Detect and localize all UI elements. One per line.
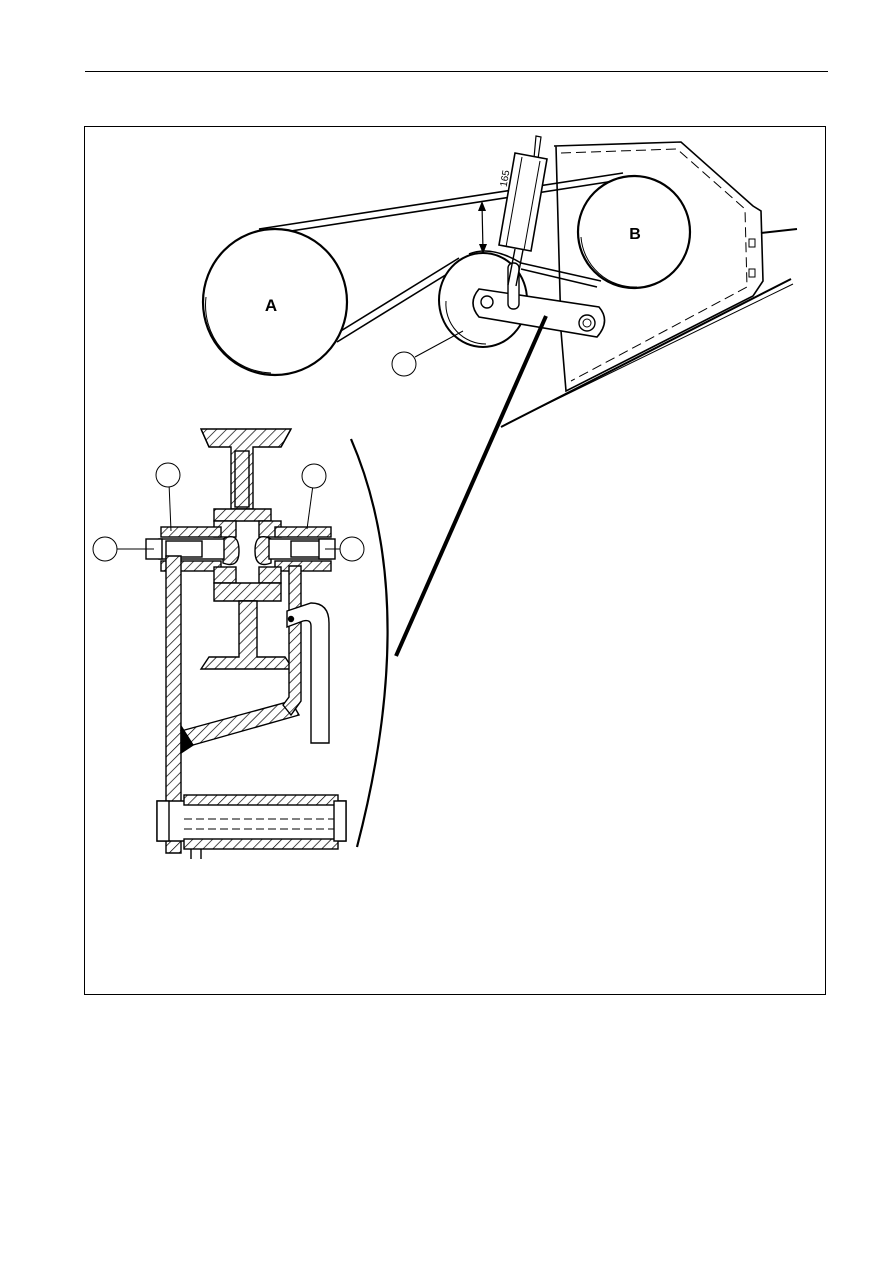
section-detail xyxy=(145,428,347,859)
pulley-b-label: B xyxy=(629,226,641,243)
tensioner-arm xyxy=(472,262,606,338)
drive-belt xyxy=(258,172,628,343)
callout-1 xyxy=(391,330,464,377)
callout-3 xyxy=(301,463,327,530)
header-rule xyxy=(85,71,828,72)
housing-plate xyxy=(500,141,798,428)
belt-drive-diagram: A B 165 xyxy=(92,135,798,859)
pulley-a-label: A xyxy=(265,296,277,315)
figure-frame: A B 165 xyxy=(84,126,826,995)
callout-5 xyxy=(325,536,365,562)
callout-2 xyxy=(155,462,181,532)
dimension-label: 165 xyxy=(499,169,513,188)
pulley-b: B xyxy=(576,174,692,290)
detail-leader xyxy=(349,315,548,848)
callout-4 xyxy=(92,536,154,562)
pulley-a: A xyxy=(201,227,349,377)
spring-tensioner xyxy=(498,135,548,287)
dimension-arrow: 165 xyxy=(478,169,512,254)
